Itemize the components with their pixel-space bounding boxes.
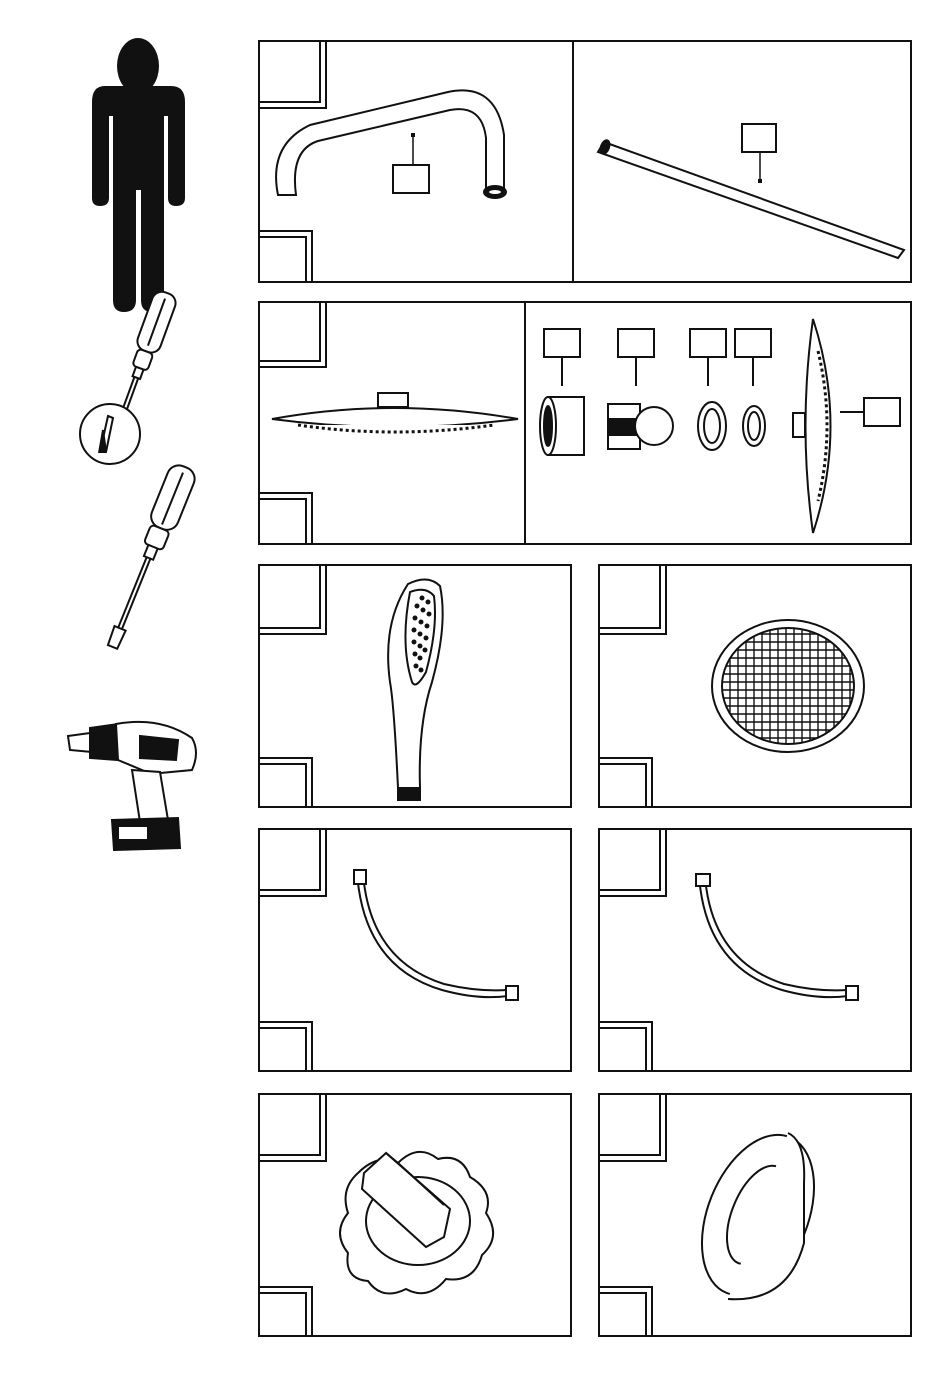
handle-knob-part xyxy=(340,1152,493,1294)
ref-label-box xyxy=(742,124,776,152)
sealing-washer-part xyxy=(680,1118,836,1311)
straight-pipe-part xyxy=(598,139,904,258)
flexible-hose-a-part xyxy=(354,870,518,1000)
flathead-screwdriver-icon xyxy=(100,462,199,652)
connector-set-part xyxy=(540,319,900,533)
panel-row-5 xyxy=(258,1093,912,1337)
flexible-hose-b-part xyxy=(696,874,858,1000)
hand-shower-part xyxy=(388,579,443,800)
sidebar-tools xyxy=(0,0,240,900)
person-icon xyxy=(92,38,185,312)
panel-row-2 xyxy=(258,301,912,545)
rain-shower-head-part xyxy=(272,393,518,432)
ref-label-box xyxy=(259,41,320,102)
panel-row-4 xyxy=(258,828,912,1072)
panel-row-1 xyxy=(258,40,912,283)
panel-row-3 xyxy=(258,564,912,808)
ref-label-box xyxy=(393,165,429,193)
cordless-drill-icon xyxy=(68,722,196,850)
shower-arm-part xyxy=(276,90,506,198)
filter-mesh-part xyxy=(712,620,864,752)
phillips-screwdriver-icon xyxy=(80,289,178,464)
